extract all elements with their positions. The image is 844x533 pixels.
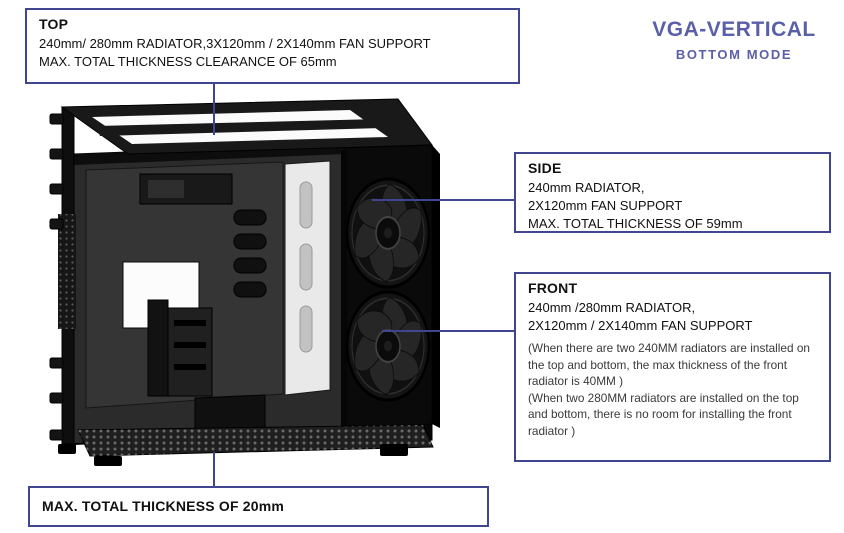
case-front-face [341,144,440,433]
connector-line-front [382,330,514,332]
side-radiator-bracket [284,160,331,396]
callout-front-note2: (When two 280MM radiators are installed … [528,390,799,438]
callout-front: FRONT 240mm /280mm RADIATOR, 2X120mm / 2… [514,272,831,462]
front-fan-bottom [347,292,430,400]
callout-side-title: SIDE [528,160,562,176]
case-feet [58,444,408,466]
case-top-frame [60,98,433,155]
front-fan-top [347,179,430,287]
callout-side-line3: MAX. TOTAL THICKNESS OF 59mm [528,216,743,232]
case-bottom [58,423,434,466]
brand-block: VGA-VERTICAL BOTTOM MODE [636,18,832,62]
brand-title: VGA-VERTICAL [652,18,816,41]
callout-front-line2: 2X120mm / 2X140mm FAN SUPPORT [528,318,753,334]
callout-bottom-text: MAX. TOTAL THICKNESS OF 20mm [42,497,285,514]
thumbscrews [49,113,64,441]
callout-side-line1: 240mm RADIATOR, [528,180,645,195]
callout-top-line1: 240mm/ 280mm RADIATOR,3X120mm / 2X140mm … [39,36,431,51]
case-left-frame [58,106,76,445]
callout-top: TOP 240mm/ 280mm RADIATOR,3X120mm / 2X14… [25,8,520,84]
callout-front-line1: 240mm /280mm RADIATOR, [528,300,696,315]
callout-bottom: MAX. TOTAL THICKNESS OF 20mm [28,486,489,527]
callout-top-title: TOP [39,16,69,32]
callout-side: SIDE 240mm RADIATOR, 2X120mm FAN SUPPORT… [514,152,831,233]
connector-line-top [213,84,215,135]
callout-side-line2: 2X120mm FAN SUPPORT [528,198,683,214]
pc-case-illustration [49,98,440,466]
callout-front-title: FRONT [528,280,578,296]
connector-line-side [372,199,514,201]
callout-top-line2: MAX. TOTAL THICKNESS CLEARANCE OF 65mm [39,54,337,70]
brand-subtitle: BOTTOM MODE [675,47,793,62]
connector-line-bottom [213,452,215,486]
gpu-riser-bracket [147,299,213,397]
case-interior [73,143,346,445]
cable-grommets [233,209,267,298]
callout-front-note1: (When there are two 240MM radiators are … [528,341,810,389]
